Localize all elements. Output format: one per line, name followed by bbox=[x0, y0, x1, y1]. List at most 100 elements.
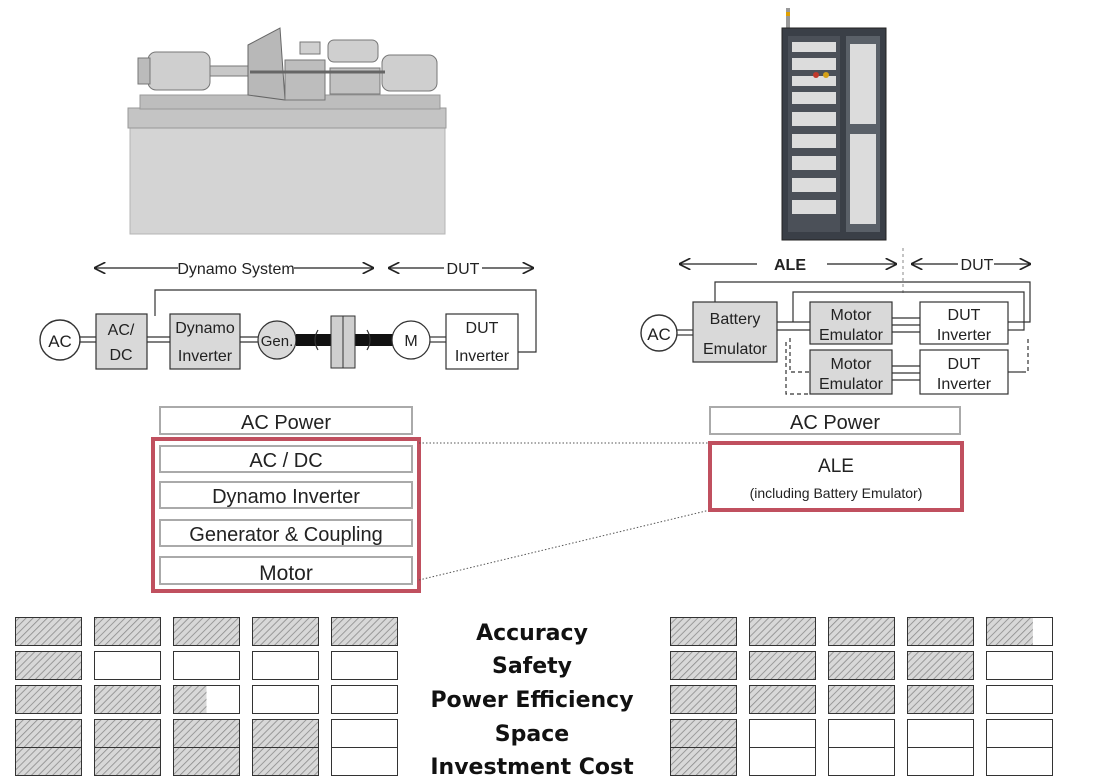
motor-emulator-block-1 bbox=[809, 301, 893, 345]
ale-rating-cell bbox=[828, 747, 895, 776]
criterion-power-efficiency: Power Efficiency bbox=[430, 688, 633, 713]
dut-inverter-right-2-line1: DUT bbox=[948, 356, 981, 373]
ale-rating-cell bbox=[749, 747, 816, 776]
dynamo-rating-cell bbox=[331, 685, 398, 714]
ale-rating-cell bbox=[670, 685, 737, 714]
motor-emulator-block-2 bbox=[809, 349, 893, 395]
motor-block bbox=[391, 320, 431, 360]
ale-rating-cell bbox=[986, 685, 1053, 714]
ale-rating-cell bbox=[749, 651, 816, 680]
ale-layer-highlight bbox=[708, 441, 964, 512]
dynamo-inverter-layer-label: Dynamo Inverter bbox=[212, 486, 360, 508]
dynamo-inverter-layer bbox=[159, 481, 413, 509]
acdc-block bbox=[95, 313, 148, 370]
dynamo-rating-cell bbox=[331, 719, 398, 748]
dynamo-rating-cell bbox=[252, 617, 319, 646]
motor-emulator-1-line1: Motor bbox=[831, 307, 873, 324]
dynamo-highlight-box bbox=[151, 437, 421, 593]
acdc-block-line1: AC/ bbox=[108, 322, 135, 339]
criterion-safety: Safety bbox=[492, 654, 572, 679]
dynamo-rating-cell bbox=[173, 685, 240, 714]
ale-rating-cell bbox=[986, 747, 1053, 776]
ale-rating-cell bbox=[907, 651, 974, 680]
ale-layer-title: ALE bbox=[818, 456, 854, 477]
motor-label: M bbox=[404, 333, 417, 350]
ac-source-right bbox=[640, 314, 678, 352]
dynamo-rating-cell bbox=[15, 617, 82, 646]
ale-rating-cell bbox=[828, 617, 895, 646]
dynamo-rating-cell bbox=[173, 651, 240, 680]
ale-stack: AC Power ALE (including Battery Emulator… bbox=[708, 406, 964, 512]
ac-source-left bbox=[39, 319, 81, 361]
ac-source-left-label: AC bbox=[48, 332, 72, 351]
ale-block-diagram-wires bbox=[677, 281, 1031, 395]
ale-rating-cell bbox=[828, 719, 895, 748]
criteria-labels: Accuracy Safety Power Efficiency Space I… bbox=[430, 621, 634, 780]
ale-layer-subtitle: (including Battery Emulator) bbox=[750, 485, 923, 501]
ale-rating-cell bbox=[749, 719, 816, 748]
ac-power-layer-right bbox=[709, 406, 961, 435]
dynamo-rating-cell bbox=[94, 651, 161, 680]
dynamo-inverter-block bbox=[169, 313, 241, 370]
coupling-block bbox=[296, 315, 393, 369]
dynamo-system-label: Dynamo System bbox=[177, 261, 294, 278]
dynamo-rating-cell bbox=[15, 747, 82, 776]
ale-rating-cell bbox=[986, 651, 1053, 680]
dut-inverter-right-2-line2: Inverter bbox=[937, 376, 992, 393]
ale-rating-cell bbox=[907, 747, 974, 776]
generator-coupling-layer bbox=[159, 519, 413, 547]
motor-layer-label: Motor bbox=[259, 562, 313, 585]
generator-label: Gen. bbox=[261, 333, 294, 350]
dynamo-rating-cell bbox=[94, 747, 161, 776]
dynamo-rating-cell bbox=[94, 617, 161, 646]
dynamo-rating-cell bbox=[173, 747, 240, 776]
ale-cabinet-illustration bbox=[781, 8, 887, 241]
criterion-space: Space bbox=[495, 722, 569, 747]
dynamo-rating-cell bbox=[252, 747, 319, 776]
ac-power-label-left: AC Power bbox=[241, 412, 331, 434]
dynamo-rating-cell bbox=[94, 719, 161, 748]
ale-range-label: ALE bbox=[774, 257, 806, 274]
dynamo-rating-cell bbox=[173, 719, 240, 748]
ac-source-right-label: AC bbox=[647, 325, 671, 344]
dut-range-arrow-left: DUT bbox=[389, 261, 533, 278]
dut-inverter-block-left bbox=[445, 313, 519, 370]
dut-inverter-left-line2: Inverter bbox=[455, 348, 510, 365]
ale-rating-cell bbox=[749, 617, 816, 646]
ale-range-arrow: ALE bbox=[680, 257, 896, 274]
ale-rating-cell bbox=[907, 685, 974, 714]
motor-emulator-2-line1: Motor bbox=[831, 356, 873, 373]
ac-power-label-right: AC Power bbox=[790, 412, 880, 434]
dynamo-rating-cell bbox=[15, 685, 82, 714]
criterion-investment-cost: Investment Cost bbox=[430, 755, 634, 780]
dynamo-rating-cell bbox=[252, 651, 319, 680]
dynamo-system-range-arrow: Dynamo System bbox=[95, 261, 373, 278]
ale-rating-cell bbox=[907, 617, 974, 646]
acdc-block-line2: DC bbox=[109, 347, 132, 364]
dut-label-left: DUT bbox=[447, 261, 480, 278]
dynamo-rating-cell bbox=[331, 617, 398, 646]
ale-rating-cell bbox=[828, 651, 895, 680]
battery-emulator-block bbox=[692, 301, 778, 363]
acdc-layer bbox=[159, 445, 413, 473]
ac-power-layer-left bbox=[159, 406, 413, 435]
dynamo-stack: AC Power AC / DC Dynamo Inverter Generat… bbox=[151, 406, 421, 593]
ale-rating-grid bbox=[670, 617, 1053, 776]
generator-coupling-layer-label: Generator & Coupling bbox=[189, 524, 382, 546]
criterion-accuracy: Accuracy bbox=[476, 621, 588, 646]
dynamo-rating-grid bbox=[15, 617, 398, 776]
dut-inverter-block-right-2 bbox=[919, 349, 1009, 395]
ale-rating-cell bbox=[670, 719, 737, 748]
ale-rating-cell bbox=[670, 651, 737, 680]
dynamo-rating-cell bbox=[173, 617, 240, 646]
dut-inverter-right-1-line2: Inverter bbox=[937, 327, 992, 344]
ale-rating-cell bbox=[670, 617, 737, 646]
dynamo-rating-cell bbox=[94, 685, 161, 714]
dut-inverter-left-line1: DUT bbox=[466, 320, 499, 337]
ale-rating-cell bbox=[986, 719, 1053, 748]
acdc-layer-label: AC / DC bbox=[249, 450, 322, 472]
dynamo-rating-cell bbox=[15, 651, 82, 680]
battery-emulator-line2: Emulator bbox=[703, 341, 768, 358]
dynamo-rating-cell bbox=[252, 719, 319, 748]
dynamo-rating-cell bbox=[331, 651, 398, 680]
